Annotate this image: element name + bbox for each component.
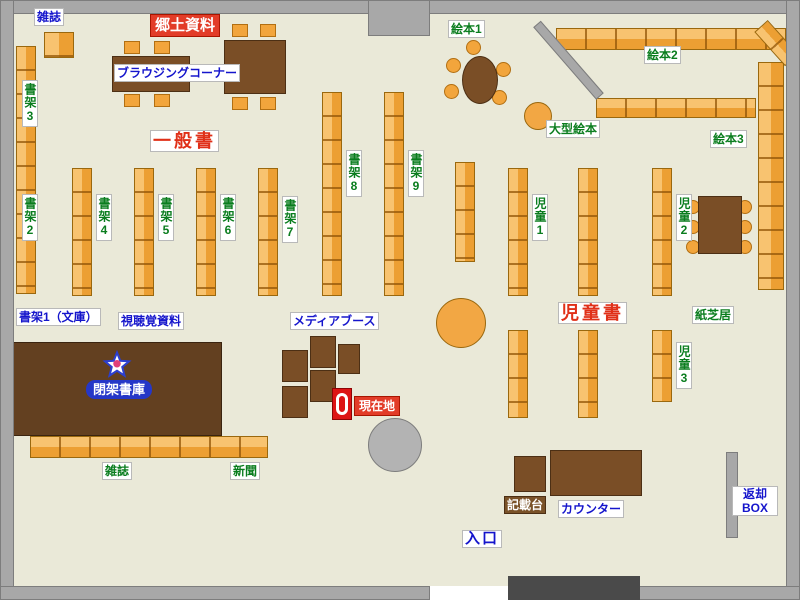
wall-left (0, 0, 14, 600)
label-picture-books2: 絵本2 (644, 46, 681, 64)
chair (154, 41, 170, 54)
shelf-ehon2-inner (596, 98, 756, 118)
chair (492, 90, 507, 105)
chair (154, 94, 170, 107)
star-icon (102, 349, 132, 380)
children-table (698, 196, 742, 254)
shelf-shoka7 (258, 168, 278, 296)
shelf-shoka8 (322, 92, 342, 296)
chair (260, 24, 276, 37)
label-shelf8: 書架8 (346, 150, 362, 197)
media-booth-desk (310, 336, 336, 368)
shelf-jido-middle-lower (578, 330, 598, 418)
counter-desk (550, 450, 642, 496)
shelf-jido-middle (578, 168, 598, 296)
label-audio-visual: 視聴覚資料 (118, 312, 185, 330)
shelf-ehon3-wall (758, 62, 784, 290)
label-shelf5: 書架5 (158, 194, 174, 241)
label-children1: 児童1 (532, 194, 548, 241)
shelf-jido3 (652, 330, 672, 402)
label-children3: 児童3 (676, 342, 692, 389)
shelf-jido1-lower (508, 330, 528, 418)
entrance-mat (508, 576, 640, 600)
label-current-location: 現在地 (354, 396, 401, 416)
chair (496, 62, 511, 77)
label-magazines-top: 雑誌 (34, 8, 65, 26)
shelf-round-center (436, 298, 486, 348)
label-counter: カウンター (558, 500, 625, 518)
label-picture-books3: 絵本3 (710, 130, 747, 148)
shelf-shoka6 (196, 168, 216, 296)
label-shelf4: 書架4 (96, 194, 112, 241)
current-location-marker (332, 388, 352, 420)
pillar-top (368, 0, 430, 36)
label-shelf9: 書架9 (408, 150, 424, 197)
label-writing-stand: 記載台 (504, 496, 547, 514)
chair (232, 24, 248, 37)
label-shelf3: 書架3 (22, 80, 38, 127)
label-browsing-corner: ブラウジングコーナー (114, 64, 241, 82)
label-shelf1-bunko: 書架1（文庫） (16, 308, 101, 326)
chair (446, 58, 461, 73)
current-location-icon (336, 393, 348, 415)
label-magazines-bottom: 雑誌 (102, 462, 133, 480)
label-entrance: 入口 (462, 530, 503, 548)
label-children2: 児童2 (676, 194, 692, 241)
wall-bottom-left (0, 586, 430, 600)
label-large-picture-books: 大型絵本 (546, 120, 601, 138)
shelf-shoka4 (72, 168, 92, 296)
chair (124, 41, 140, 54)
chair (232, 97, 248, 110)
label-media-booth: メディアブース (290, 312, 379, 330)
label-children-books: 児童書 (558, 302, 627, 324)
label-return-box: 返却BOX (732, 486, 778, 516)
label-kamishibai: 紙芝居 (692, 306, 735, 324)
shelf-jido2 (652, 168, 672, 296)
shelf-shoka9 (384, 92, 404, 296)
closed-stacks-label: 閉架書庫 (86, 380, 153, 399)
chair (124, 94, 140, 107)
label-newspapers: 新聞 (230, 462, 261, 480)
media-booth-desk (310, 370, 336, 402)
pillar-round (368, 418, 422, 472)
label-shelf6: 書架6 (220, 194, 236, 241)
chair (260, 97, 276, 110)
picture-books-table (462, 56, 498, 104)
shelf-shoka5 (134, 168, 154, 296)
label-picture-books1: 絵本1 (448, 20, 485, 38)
shelf-bottom-long (30, 436, 268, 458)
media-booth-desk (338, 344, 360, 374)
chair (466, 40, 481, 55)
shelf-magazines-top (44, 32, 74, 58)
label-shelf2: 書架2 (22, 194, 38, 241)
label-general-books: 一般書 (150, 130, 219, 152)
media-booth-desk (282, 386, 308, 418)
wall-right (786, 0, 800, 600)
shelf-center-small (455, 162, 475, 262)
writing-stand-desk (514, 456, 546, 492)
label-shelf7: 書架7 (282, 196, 298, 243)
shelf-jido1 (508, 168, 528, 296)
media-booth-desk (282, 350, 308, 382)
chair (444, 84, 459, 99)
label-local-materials: 郷土資料 (150, 14, 221, 37)
